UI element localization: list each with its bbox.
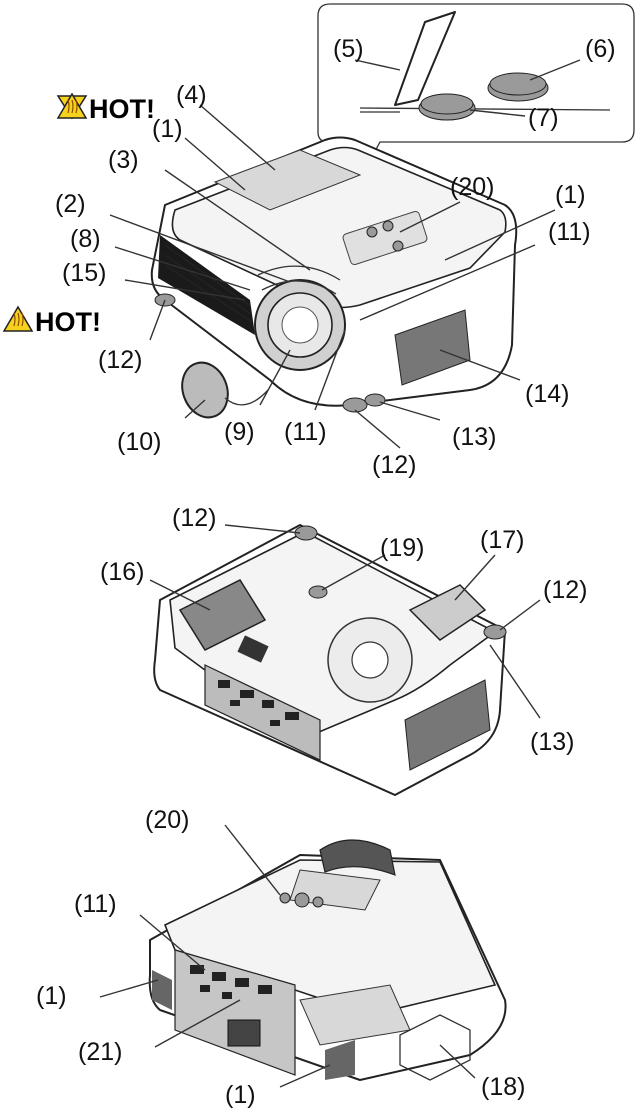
callout-label: (17)	[480, 526, 524, 554]
callout-label: (8)	[70, 225, 101, 253]
elevator-foot	[483, 624, 507, 640]
upper-leader-lines	[109, 59, 581, 449]
intake-vent-front	[158, 235, 255, 335]
middle-leader-lines	[149, 524, 541, 719]
callout-label: (7)	[528, 104, 559, 132]
callout-label: (20)	[450, 173, 494, 201]
elevator-foot	[364, 393, 386, 407]
callout-label: (10)	[117, 428, 161, 456]
callout-label: (13)	[530, 728, 574, 756]
lamp-cover	[408, 584, 487, 641]
lower-view-rear	[148, 839, 507, 1081]
callout-label: (5)	[333, 35, 364, 63]
callout-label: (1)	[555, 181, 586, 209]
lens-cap	[181, 361, 229, 419]
hot-warning-top: HOT!	[56, 92, 155, 124]
filter-cover	[178, 579, 267, 651]
callout-label: (16)	[100, 558, 144, 586]
callout-label: (6)	[585, 35, 616, 63]
lower-leader-lines	[99, 824, 476, 1088]
callout-label: (12)	[543, 576, 587, 604]
adjuster-foot	[308, 585, 328, 599]
callout-label: (12)	[98, 346, 142, 374]
control-button	[294, 892, 310, 908]
callout-label: (1)	[36, 982, 67, 1010]
rear-vent-right	[325, 1040, 355, 1080]
upper-view-front	[150, 3, 635, 419]
callout-label: (1)	[152, 115, 183, 143]
rear-port-panel	[204, 664, 321, 761]
callout-label: (9)	[224, 418, 255, 446]
callout-label: (13)	[452, 423, 496, 451]
callout-label: (12)	[172, 504, 216, 532]
control-button	[312, 896, 324, 908]
rear-port-panel	[174, 949, 296, 1076]
top-cover-panel	[213, 149, 362, 211]
callout-label: (3)	[108, 146, 139, 174]
side-cover	[399, 1014, 471, 1081]
callout-label: (18)	[481, 1073, 525, 1101]
power-inlet	[227, 1019, 261, 1047]
control-button	[279, 892, 291, 904]
callout-label: (21)	[78, 1038, 122, 1066]
carry-handle	[319, 839, 396, 876]
control-button	[392, 240, 404, 252]
control-button	[366, 226, 378, 238]
callout-label: (12)	[372, 451, 416, 479]
control-panel-area	[342, 210, 428, 266]
callout-label: (1)	[225, 1081, 256, 1109]
hot-surface-warning-icon	[2, 305, 34, 332]
callout-label: (14)	[525, 380, 569, 408]
callout-label: (11)	[74, 890, 117, 918]
callout-label: (11)	[548, 218, 591, 246]
middle-view-bottom	[153, 524, 507, 796]
inset-cover-lid	[394, 11, 456, 106]
callout-label: (19)	[380, 534, 424, 562]
callout-label: (11)	[284, 418, 327, 446]
callout-label: (2)	[55, 190, 86, 218]
control-button	[382, 220, 394, 232]
elevator-foot	[342, 397, 368, 413]
callout-label: (20)	[145, 806, 189, 834]
callout-label: (15)	[62, 259, 106, 287]
side-vent-bottom	[404, 679, 491, 771]
exhaust-vent-side	[394, 309, 471, 386]
hot-label: HOT!	[89, 94, 155, 124]
hot-label: HOT!	[35, 307, 101, 337]
callout-label: (4)	[176, 81, 207, 109]
power-inlet	[237, 635, 269, 663]
hot-warning-side: HOT!	[2, 305, 101, 337]
